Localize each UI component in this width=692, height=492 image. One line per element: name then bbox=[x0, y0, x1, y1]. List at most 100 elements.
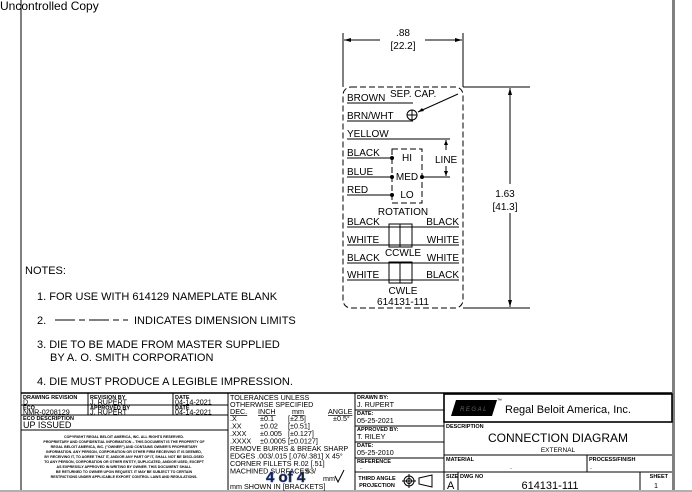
sheet: 1 bbox=[654, 481, 658, 490]
tol-cell: .XXXX bbox=[230, 437, 251, 446]
tol-finish-mm: mm bbox=[323, 474, 335, 483]
copyright-line: PROPRIETARY AND CONFIDENTIAL INFORMATION… bbox=[43, 440, 205, 444]
tol-cell: ±0.5° bbox=[333, 414, 350, 423]
tol-cell: [±2.5] bbox=[288, 414, 306, 423]
dwg-no: 614131-111 bbox=[521, 480, 578, 492]
tol-cell: .XXX bbox=[230, 429, 247, 438]
sheet-label: SHEET bbox=[650, 474, 669, 480]
description-sub: EXTERNAL bbox=[541, 447, 576, 454]
tol-cell: [±0.0127] bbox=[288, 437, 318, 446]
revision-by: J. RUPERT bbox=[90, 398, 128, 407]
cwle-left-2: WHITE bbox=[347, 270, 380, 281]
tol-edges: EDGES .003/.015 [.076/.381] X 45° bbox=[230, 452, 343, 461]
logo-box bbox=[443, 393, 673, 423]
approved2-label: APPROVED BY: bbox=[357, 427, 399, 433]
tol-cell: [±0.127] bbox=[288, 429, 314, 438]
ccwle-left-2: WHITE bbox=[347, 235, 380, 246]
diagram-part-number: 614131-111 bbox=[377, 297, 429, 308]
page-indicator: 4 of 4 bbox=[266, 469, 306, 486]
cwle-right-1: WHITE bbox=[427, 253, 460, 264]
tolerances: TOLERANCES UNLESS OTHERWISE SPECIFIED DE… bbox=[230, 393, 353, 491]
third-angle-projection-icon bbox=[402, 474, 433, 488]
wire-yellow: YELLOW bbox=[347, 129, 389, 140]
drawing-revision-label: DRAWING REVISION bbox=[23, 395, 77, 401]
tol-finish: 63/ bbox=[306, 467, 316, 476]
process-label: PROCESS/FINISH bbox=[589, 457, 635, 463]
drawing-revision: D bbox=[23, 398, 28, 407]
wire-blue: BLUE bbox=[347, 167, 373, 178]
description: CONNECTION DIAGRAM bbox=[488, 431, 628, 445]
note-1: 1. FOR USE WITH 614129 NAMEPLATE BLANK bbox=[37, 291, 278, 303]
tol-row: .XXX ±0.005 [±0.127] bbox=[230, 429, 314, 438]
approved2-date: 05-25-2010 bbox=[357, 448, 394, 457]
size-label: SIZE bbox=[446, 474, 459, 480]
tol-header-inch: INCH bbox=[258, 407, 276, 416]
cwle-right-2: BLACK bbox=[426, 270, 459, 281]
approved-by-label: APPROVED BY bbox=[90, 406, 130, 412]
speed-hi: HI bbox=[402, 153, 412, 164]
revision-by-label: REVISION BY bbox=[90, 395, 126, 401]
tol-cell: ±0.0005 bbox=[260, 437, 286, 446]
eco-number: NMR-0208129 bbox=[23, 408, 70, 417]
copyright-line: BE RETURNED TO OWNER UPON REQUEST. IT MA… bbox=[56, 470, 193, 474]
wire-red: RED bbox=[347, 185, 368, 196]
description-label: DESCRIPTION bbox=[446, 424, 484, 430]
reference: . bbox=[360, 462, 362, 471]
copyright-line: INFORMATION. ANY PERSON, CORPORATION OR … bbox=[46, 450, 202, 454]
tol-row: .XXXX ±0.0005 [±0.0127] bbox=[230, 437, 318, 446]
surface-finish-icon bbox=[334, 469, 345, 484]
title-block: DRAWING REVISION D REVISION BY J. RUPERT… bbox=[21, 392, 673, 492]
width-mm: [22.2] bbox=[390, 41, 415, 52]
revision-date: 04-14-2021 bbox=[175, 398, 212, 407]
company-name: Regal Beloit America, Inc. bbox=[505, 404, 631, 416]
copyright-line: BY RECEIVING IT, TO AGREE THAT IT, AND/O… bbox=[44, 455, 204, 459]
eco-description-label: ECO DESCRIPTION bbox=[23, 416, 74, 422]
drawn-by: J. RUPERT bbox=[357, 400, 395, 409]
material: . bbox=[510, 462, 512, 471]
tol-row: .XX ±0.02 [±0.51] bbox=[230, 422, 310, 431]
right-edge-bar bbox=[672, 0, 675, 492]
wire-black: BLACK bbox=[347, 148, 380, 159]
approved-date-label: DATE bbox=[175, 406, 190, 412]
revision-date-label: DATE bbox=[175, 395, 190, 401]
speed-lo: LO bbox=[400, 190, 414, 201]
trademark: ™ bbox=[497, 398, 502, 404]
projection-label: THIRD ANGLE bbox=[358, 476, 396, 482]
nameplate-outline bbox=[342, 86, 464, 309]
ccwle-right-2: WHITE bbox=[427, 235, 460, 246]
wire-brown: BROWN bbox=[347, 93, 385, 104]
tol-cell: ±0.02 bbox=[260, 422, 278, 431]
eco-description: UP ISSUED bbox=[23, 420, 72, 430]
tolerances-title: TOLERANCES UNLESS bbox=[230, 393, 310, 402]
ccwle-left-1: BLACK bbox=[347, 217, 380, 228]
drawn-by-label: DRAWN BY: bbox=[357, 395, 389, 401]
height-inch: 1.63 bbox=[495, 189, 515, 200]
copyright-notice: COPYRIGHT REGAL BELOIT AMERICA, INC. ALL… bbox=[43, 435, 205, 479]
tol-corner-fillets: CORNER FILLETS R.02 [.51] bbox=[230, 459, 325, 468]
process: . bbox=[590, 462, 592, 471]
note-2-number: 2. bbox=[37, 315, 46, 327]
tol-header-mm: mm bbox=[292, 407, 304, 416]
tol-header-dec: DEC. bbox=[230, 407, 247, 416]
note-4: 4. DIE MUST PRODUCE A LEGIBLE IMPRESSION… bbox=[37, 376, 293, 388]
eco-label: ECO bbox=[23, 406, 36, 412]
cwle-label: CWLE bbox=[389, 286, 418, 297]
tol-mm-shown: mm SHOWN IN [BRACKETS] bbox=[230, 482, 325, 491]
wire-brn-wht: BRN/WHT bbox=[347, 111, 394, 122]
tol-header-angle: ANGLE bbox=[328, 407, 353, 416]
bottom-edge-bar bbox=[0, 490, 692, 492]
rotation-label: ROTATION bbox=[378, 207, 428, 218]
copyright-line: TO ANY PERSON, CORPORATION OR OTHER ENTI… bbox=[44, 460, 205, 464]
approved-date: 04-14-2021 bbox=[175, 408, 212, 417]
note-3-line-2: BY A. O. SMITH CORPORATION bbox=[50, 352, 213, 364]
tolerances-title: OTHERWISE SPECIFIED bbox=[230, 400, 313, 409]
tol-cell: .XX bbox=[230, 422, 242, 431]
line-label: LINE bbox=[435, 155, 458, 166]
drawn-date: 05-25-2021 bbox=[357, 416, 394, 425]
reference-label: REFERENCE bbox=[357, 459, 391, 465]
speed-med: MED bbox=[396, 172, 418, 183]
tol-row: .X ±0.1 [±2.5] ±0.5° bbox=[230, 414, 350, 423]
ccwle-right-1: BLACK bbox=[426, 217, 459, 228]
tol-cell: [±0.51] bbox=[288, 422, 310, 431]
